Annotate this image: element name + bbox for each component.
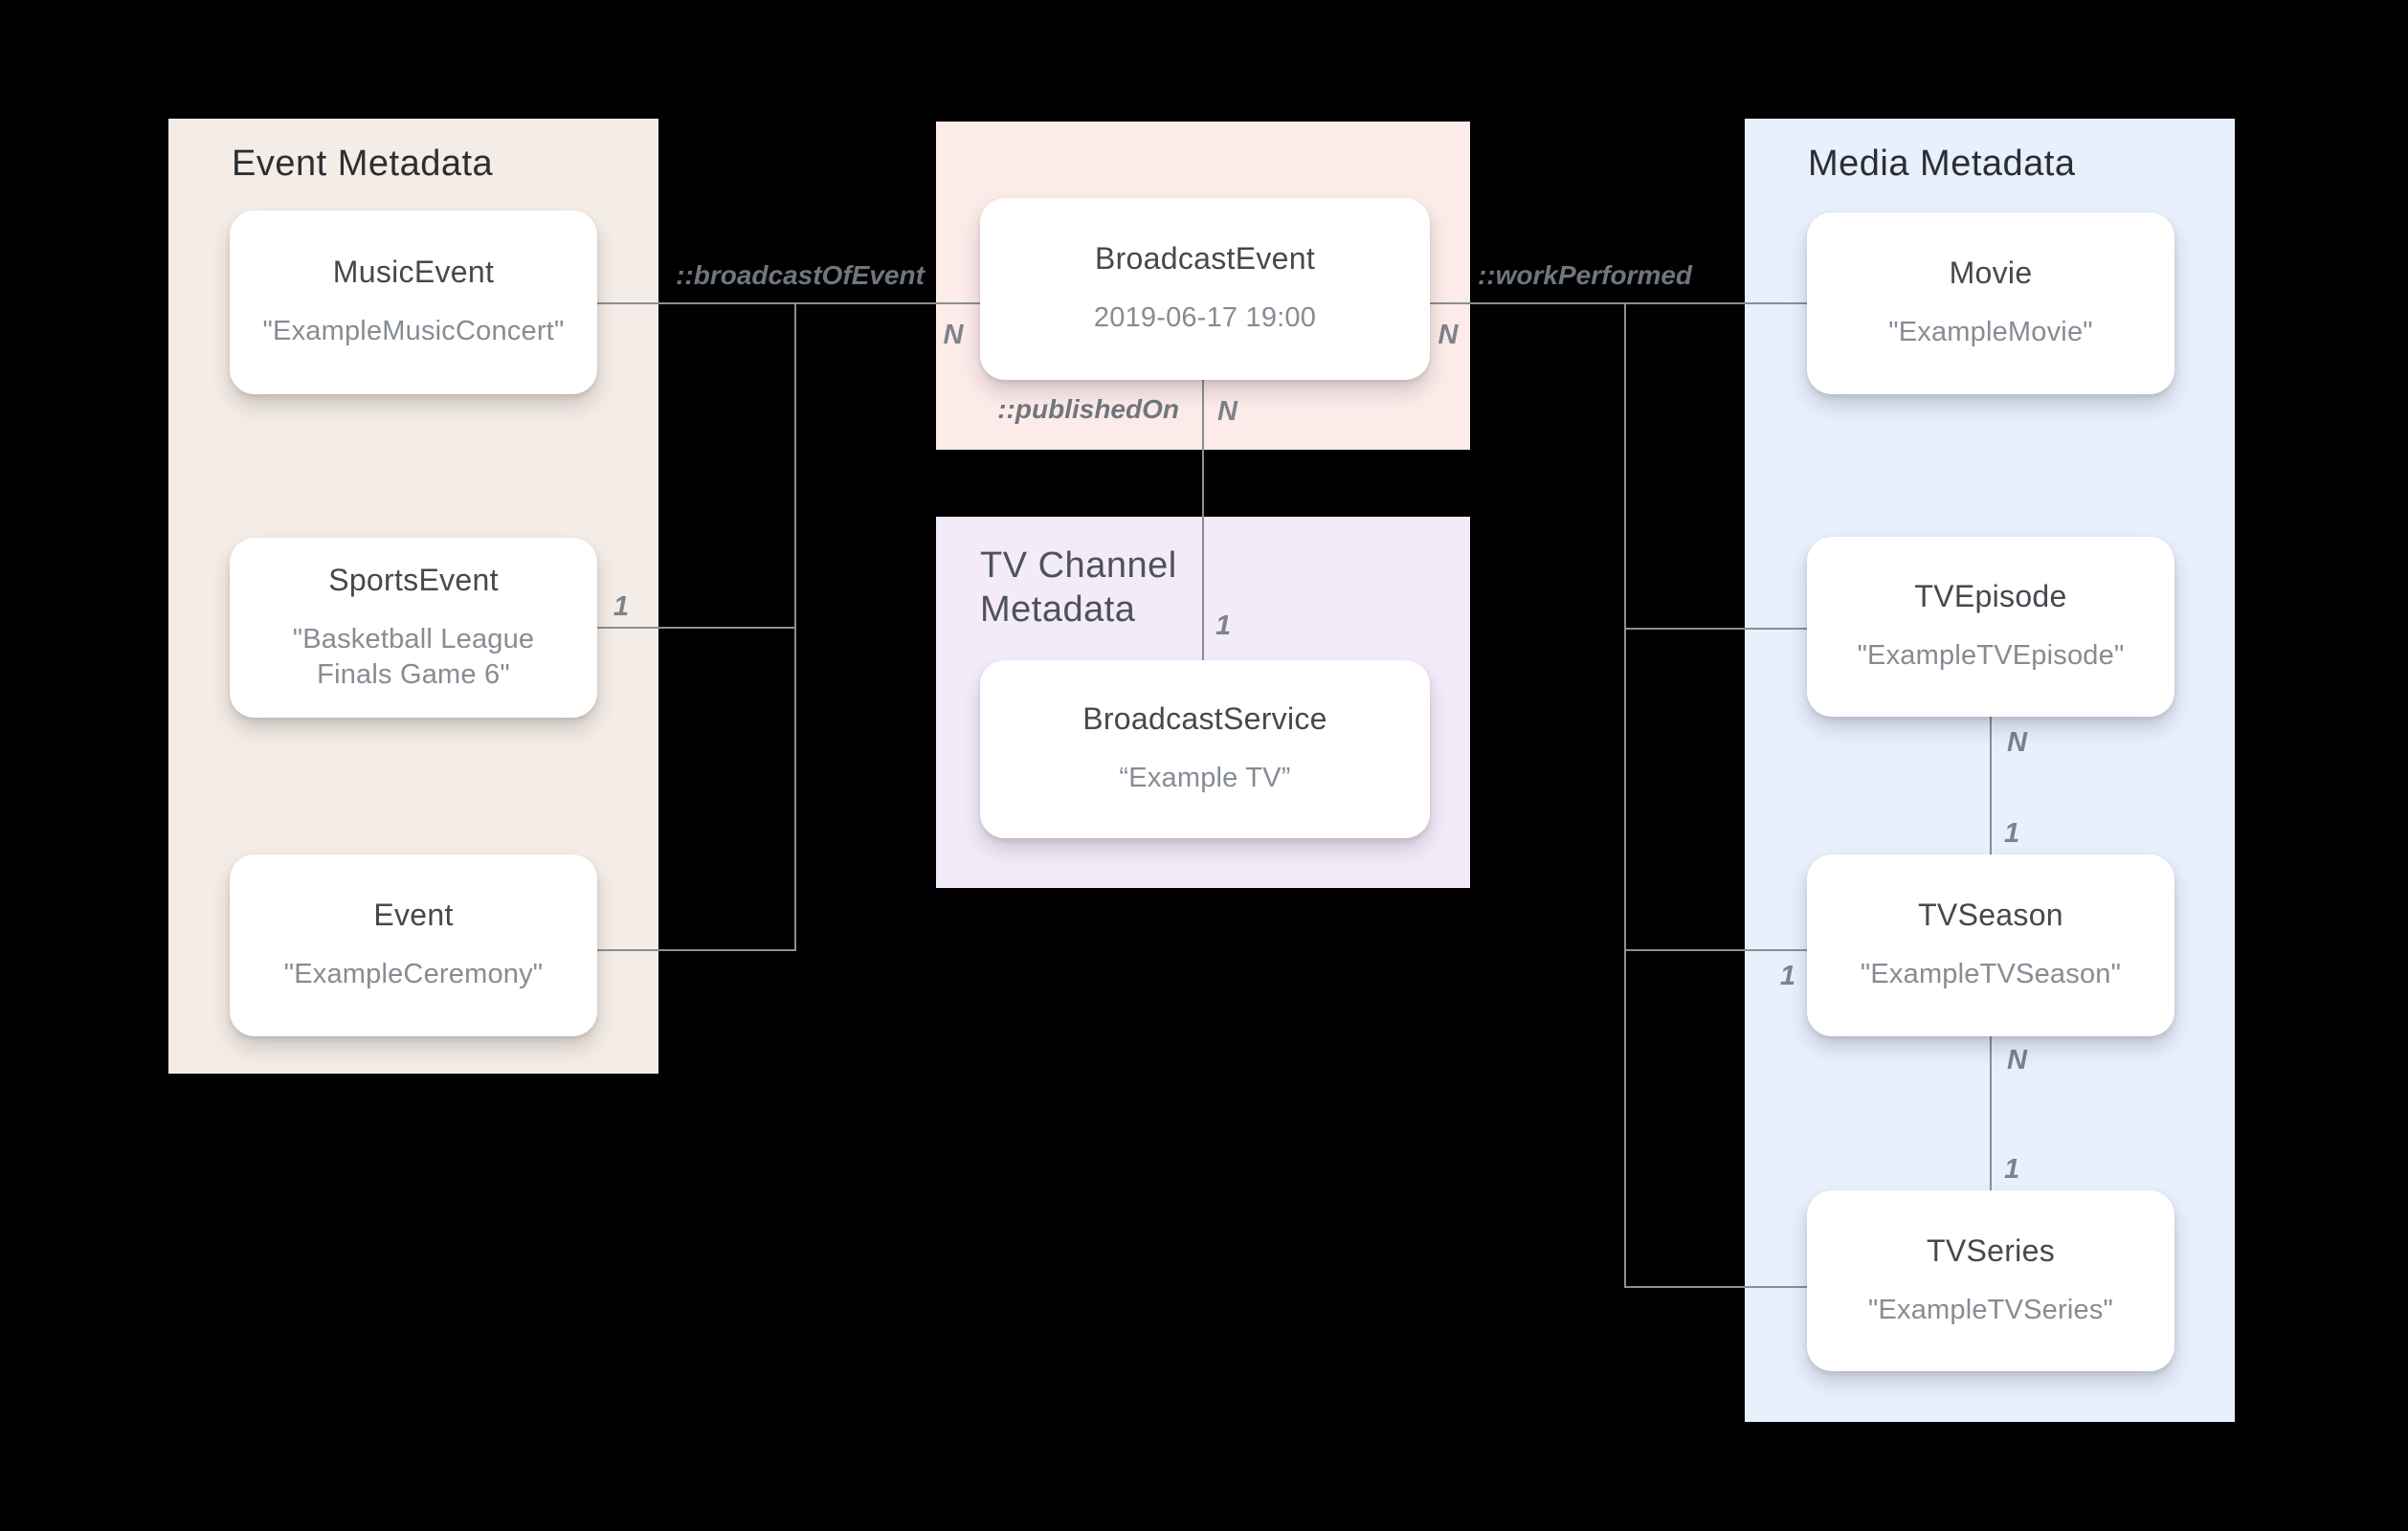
cardinality-publishedon-n: N <box>1217 396 1237 427</box>
node-tvseries-value: "ExampleTVSeries" <box>1867 1294 2114 1325</box>
node-tvepisode-value: "ExampleTVEpisode" <box>1857 640 2125 672</box>
cardinality-workperformed-n: N <box>1438 320 1459 350</box>
edge-media-bus-vertical <box>1624 302 1626 1288</box>
edge-tvepisode-tvseason <box>1990 717 1992 854</box>
node-event-label: Event <box>373 898 454 933</box>
edge-sportsevent-branch <box>597 627 796 629</box>
node-broadcastevent: BroadcastEvent 2019-06-17 19:00 <box>980 198 1430 380</box>
edge-tvseries-branch <box>1624 1286 1807 1288</box>
node-tvseries-label: TVSeries <box>1927 1232 2055 1268</box>
node-broadcastevent-value: 2019-06-17 19:00 <box>1093 302 1317 334</box>
cardinality-broadcastofevent-n: N <box>943 320 964 350</box>
cardinality-episode-season-n: N <box>2007 727 2027 758</box>
node-sportsevent-label: SportsEvent <box>328 563 499 598</box>
cardinality-episode-season-1: 1 <box>2004 818 2020 849</box>
edge-label-workperformed: ::workPerformed <box>1477 260 1693 290</box>
node-event-value: "ExampleCeremony" <box>283 959 544 990</box>
node-broadcastservice-value: “Example TV” <box>1119 763 1291 794</box>
node-broadcastevent-label: BroadcastEvent <box>1094 241 1316 277</box>
cardinality-season-series-n: N <box>2007 1045 2027 1076</box>
node-tvepisode-label: TVEpisode <box>1914 579 2067 614</box>
edge-broadcastevent-broadcastservice <box>1202 380 1204 660</box>
edge-tvseason-branch <box>1625 949 1807 951</box>
node-tvseries: TVSeries "ExampleTVSeries" <box>1807 1190 2174 1371</box>
node-broadcastservice: BroadcastService “Example TV” <box>980 660 1430 838</box>
node-musicevent-label: MusicEvent <box>332 255 495 290</box>
edge-tvepisode-branch <box>1625 628 1807 630</box>
cardinality-workperformed-1: 1 <box>1779 961 1795 991</box>
node-tvseason-value: "ExampleTVSeason" <box>1860 959 2122 990</box>
tv-channel-metadata-title: TV Channel Metadata <box>980 545 1177 631</box>
edge-label-publishedon: ::publishedOn <box>997 394 1179 424</box>
node-event: Event "ExampleCeremony" <box>230 854 597 1036</box>
node-tvseason-label: TVSeason <box>1918 898 2063 933</box>
edge-event-branch <box>597 949 796 951</box>
node-musicevent-value: "ExampleMusicConcert" <box>262 316 565 347</box>
node-movie-value: "ExampleMovie" <box>1888 317 2093 348</box>
node-broadcastservice-label: BroadcastService <box>1082 701 1327 737</box>
edge-musicevent-broadcastevent <box>597 302 980 304</box>
node-tvseason: TVSeason "ExampleTVSeason" <box>1807 854 2174 1036</box>
node-sportsevent: SportsEvent "Basketball League Finals Ga… <box>230 538 597 718</box>
node-tvepisode: TVEpisode "ExampleTVEpisode" <box>1807 537 2174 717</box>
node-movie: Movie "ExampleMovie" <box>1807 212 2174 394</box>
cardinality-publishedon-1: 1 <box>1215 610 1232 641</box>
event-metadata-title: Event Metadata <box>232 144 494 184</box>
edge-broadcastevent-movie <box>1428 302 1807 304</box>
node-sportsevent-value: "Basketball League Finals Game 6" <box>292 624 535 690</box>
node-movie-label: Movie <box>1949 255 2033 291</box>
node-musicevent: MusicEvent "ExampleMusicConcert" <box>230 211 597 394</box>
cardinality-broadcastofevent-1: 1 <box>613 591 630 622</box>
edge-tvseason-tvseries <box>1990 1036 1992 1190</box>
cardinality-season-series-1: 1 <box>2004 1154 2020 1185</box>
media-metadata-title: Media Metadata <box>1808 144 2076 184</box>
edge-label-broadcastofevent: ::broadcastOfEvent <box>676 260 925 290</box>
